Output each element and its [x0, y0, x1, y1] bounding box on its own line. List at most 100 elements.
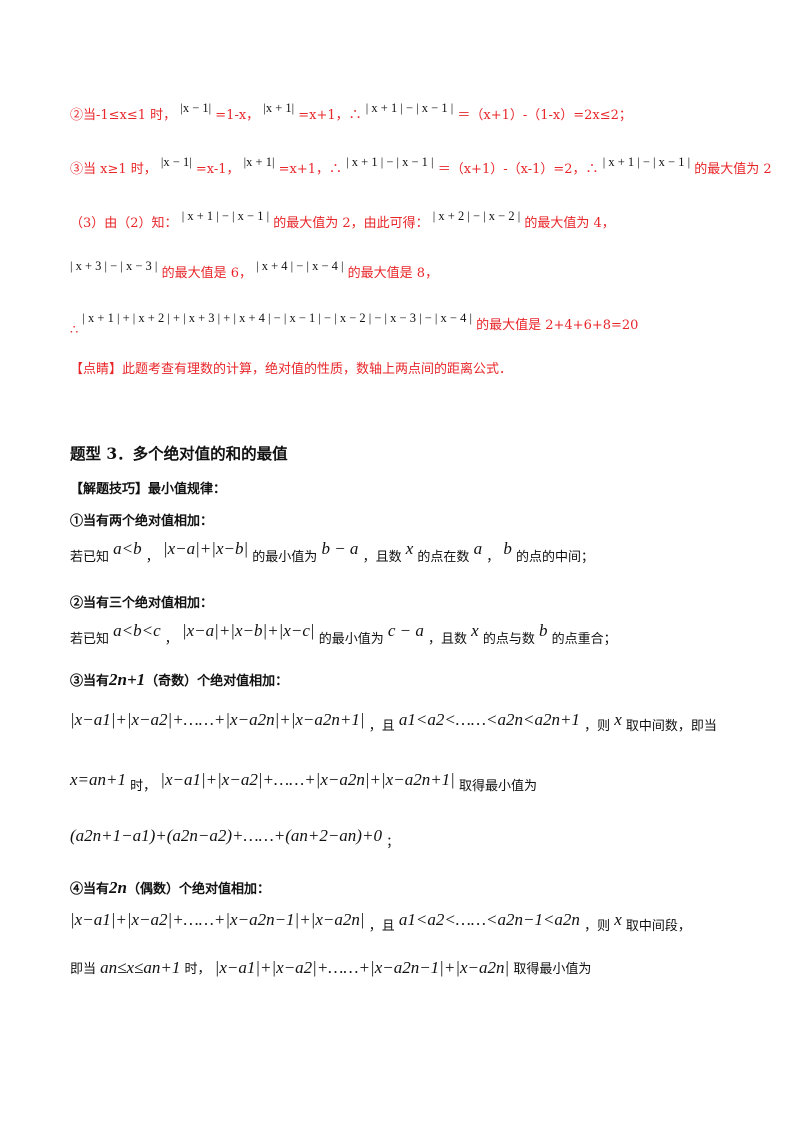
abs-expr: | x + 1 | − | x − 1 |	[602, 155, 691, 169]
text: ，	[164, 632, 178, 647]
text: =1-x，	[215, 108, 260, 123]
math: |x−a|+|x−b|+|x−c|	[181, 621, 315, 640]
text: ③当有	[70, 674, 110, 689]
text: ＝（x+1）-（x-1）=2，∴	[437, 162, 599, 177]
math: a<b<c	[113, 621, 161, 640]
abs-expr: | x + 1 | − | x − 1 |	[181, 209, 270, 223]
case-3-line-3: (a2n+1−a1)+(a2n−a2)+……+(an+2−an)+0 ；	[70, 826, 399, 850]
abs-expr: | x + 1 | − | x − 1 |	[365, 101, 454, 115]
abs-expr: | x + 4 | − | x − 4 |	[256, 259, 344, 273]
text: 取中间数，即当	[625, 719, 717, 734]
text: 取得最小值为	[458, 779, 537, 794]
math: x	[614, 910, 622, 929]
case-3-heading: ③当有2n+1（奇数）个绝对值相加：	[70, 670, 288, 690]
math: an≤x≤an+1	[100, 958, 181, 977]
tips-heading: 【解题技巧】最小值规律：	[70, 482, 227, 497]
abs-expr: | x + 1 | − | x − 1 |	[346, 155, 434, 169]
math: b	[503, 539, 512, 558]
case-2-prefix: ②当-1≤x≤1 时，	[70, 108, 177, 123]
math: |x−a1|+|x−a2|+……+|x−a2n|+|x−a2n+1|	[160, 770, 455, 789]
math: x	[471, 621, 479, 640]
case-4-line-1: |x−a1|+|x−a2|+……+|x−a2n−1|+|x−a2n| ，且 a1…	[70, 910, 691, 934]
case-1-heading: ①当有两个绝对值相加：	[70, 514, 214, 529]
text: 取中间段，	[625, 919, 691, 934]
math: b − a	[321, 539, 359, 558]
abs-expr: |x − 1|	[180, 101, 212, 115]
math: (a2n+1−a1)+(a2n−a2)+……+(an+2−an)+0	[70, 826, 382, 845]
text: 取得最小值为	[513, 962, 592, 977]
case-4-heading: ④当有2n（偶数）个绝对值相加：	[70, 878, 270, 898]
math: 2n	[109, 878, 127, 897]
text: 的最小值为	[318, 632, 384, 647]
math: a	[473, 539, 483, 558]
text: 的最大值为 4，	[524, 216, 615, 231]
text: ，且数	[428, 632, 468, 647]
abs-expr: |x − 1|	[160, 155, 192, 169]
text: ，则	[584, 719, 611, 734]
text: ，且	[368, 719, 395, 734]
text: =x-1，	[195, 162, 240, 177]
text: 时，	[184, 962, 211, 977]
text: 时，	[130, 779, 157, 794]
math: b	[539, 621, 548, 640]
solution-part-3: （3）由（2）知： | x + 1 | − | x − 1 | 的最大值为 2，…	[70, 209, 615, 231]
therefore-symbol: ∴	[70, 323, 79, 338]
math: x	[405, 539, 414, 558]
text: ，且数	[362, 550, 402, 565]
abs-expr: | x + 2 | − | x − 2 |	[432, 209, 521, 223]
text: （偶数）个绝对值相加：	[126, 882, 270, 897]
text: （奇数）个绝对值相加：	[145, 674, 289, 689]
abs-expr: |x + 1|	[263, 101, 295, 115]
math: |x−a|+|x−b|	[162, 539, 249, 558]
part-3-prefix: （3）由（2）知：	[70, 216, 178, 231]
text: 的最大值是 2+4+6+8=20	[476, 318, 639, 333]
abs-expr: |x + 1|	[243, 155, 275, 169]
solution-line-2: ②当-1≤x≤1 时， |x − 1| =1-x， |x + 1| =x+1，∴…	[70, 101, 632, 123]
text: 的点的中间；	[516, 550, 595, 565]
math: a1<a2<……<a2n<a2n+1	[398, 710, 580, 729]
comment-note: 【点睛】此题考查有理数的计算，绝对值的性质，数轴上两点间的距离公式．	[70, 362, 513, 377]
solution-conclusion: ∴ | x + 1 | + | x + 2 | + | x + 3 | + | …	[70, 311, 639, 338]
text: 若已知	[70, 632, 110, 647]
text: 即当	[70, 962, 97, 977]
text: =x+1，∴	[298, 108, 362, 123]
text: ④当有	[70, 882, 110, 897]
text: 的最大值为 2，由此可得：	[273, 216, 429, 231]
text: 若已知	[70, 550, 110, 565]
text: 的点在数	[417, 550, 470, 565]
math: |x−a1|+|x−a2|+……+|x−a2n−1|+|x−a2n|	[70, 910, 365, 929]
text: 的最大值是 6，	[161, 266, 252, 281]
text: 的点与数	[482, 632, 535, 647]
text: ，则	[584, 919, 611, 934]
text: ；	[386, 835, 400, 850]
text: ，	[145, 550, 159, 565]
math: |x−a1|+|x−a2|+……+|x−a2n−1|+|x−a2n|	[214, 958, 510, 977]
text: 的最小值为	[252, 550, 318, 565]
math: |x−a1|+|x−a2|+……+|x−a2n|+|x−a2n+1|	[70, 710, 365, 729]
math: 2n+1	[109, 670, 146, 689]
case-3-line-2: x=an+1 时， |x−a1|+|x−a2|+……+|x−a2n|+|x−a2…	[70, 770, 537, 794]
math: a<b	[113, 539, 142, 558]
text: ，	[486, 550, 500, 565]
solution-line-3: ③当 x≥1 时， |x − 1| =x-1， |x + 1| =x+1，∴ |…	[70, 155, 772, 177]
text: 的最大值为 2	[694, 162, 772, 177]
case-1-body: 若已知 a<b ， |x−a|+|x−b| 的最小值为 b − a ，且数 x …	[70, 539, 595, 566]
text: ＝（x+1）-（1-x）=2x≤2；	[457, 108, 632, 123]
solution-part-3b: | x + 3 | − | x − 3 | 的最大值是 6， | x + 4 |…	[70, 259, 439, 281]
math: c − a	[387, 621, 424, 640]
text: 的最大值是 8，	[347, 266, 439, 281]
text: 的点重合；	[551, 632, 617, 647]
abs-expr: | x + 3 | − | x − 3 |	[70, 259, 158, 273]
math: a1<a2<……<a2n−1<a2n	[398, 910, 580, 929]
text: =x+1，∴	[278, 162, 343, 177]
text: ，且	[368, 919, 395, 934]
case-2-heading: ②当有三个绝对值相加：	[70, 596, 214, 611]
abs-expr: | x + 1 | + | x + 2 | + | x + 3 | + | x …	[82, 311, 472, 325]
math: x	[614, 710, 622, 729]
section-title: 题型 3．多个绝对值的和的最值	[70, 444, 288, 463]
math: x=an+1	[70, 770, 126, 789]
case-2-body: 若已知 a<b<c ， |x−a|+|x−b|+|x−c| 的最小值为 c − …	[70, 621, 617, 648]
case-3-line-1: |x−a1|+|x−a2|+……+|x−a2n|+|x−a2n+1| ，且 a1…	[70, 710, 717, 734]
case-3-prefix: ③当 x≥1 时，	[70, 162, 157, 177]
